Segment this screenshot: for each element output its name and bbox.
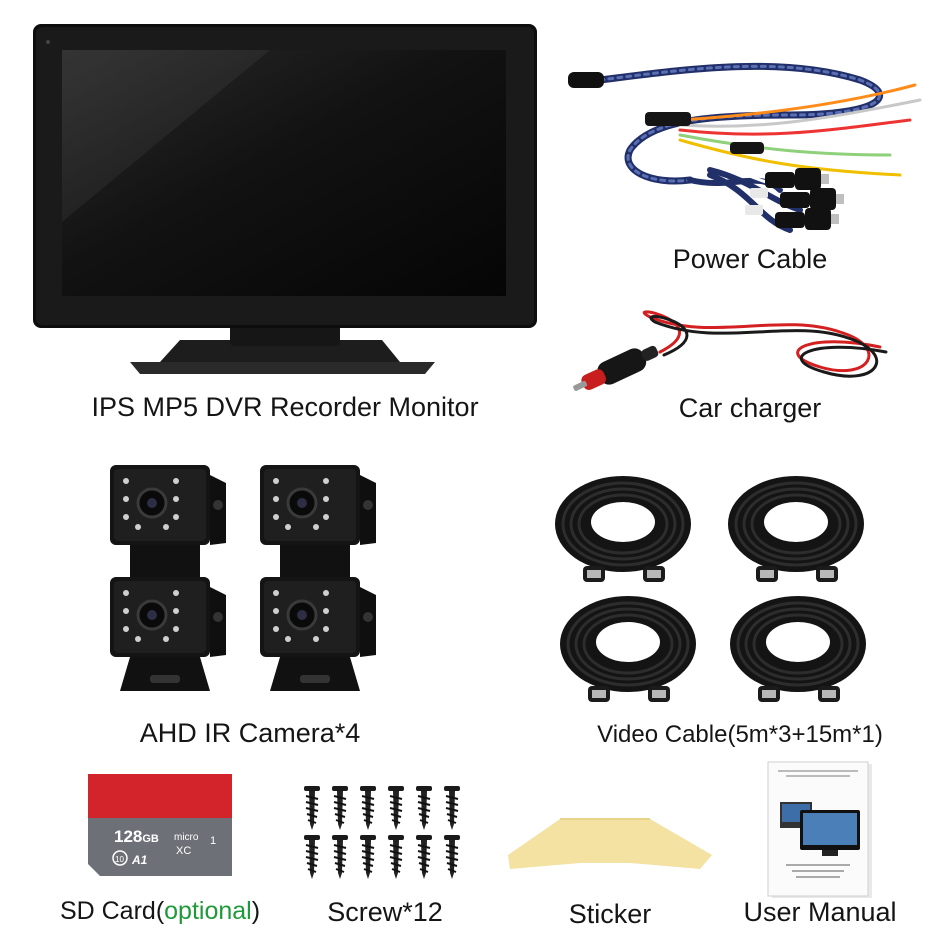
sd-card-label: SD Card(optional) <box>30 897 290 926</box>
screw-icon <box>359 785 377 831</box>
sd-xc: XC <box>176 845 191 857</box>
monitor-label: IPS MP5 DVR Recorder Monitor <box>91 392 479 422</box>
screw-icon <box>443 834 461 880</box>
manual-label: User Manual <box>743 897 897 927</box>
sd-card-text: SD Card <box>59 897 156 925</box>
video-cable-text: Video Cable <box>597 721 728 748</box>
screw-icon <box>387 834 405 880</box>
screw-icon <box>443 785 461 831</box>
screw-icon <box>415 785 433 831</box>
sd-capacity: 128 <box>114 827 142 846</box>
svg-text:128GB: 128GB <box>114 827 159 846</box>
sd-paren-close: ) <box>251 897 261 925</box>
sd-card-image: 128GB micro XC 1 10 A1 <box>84 770 236 880</box>
sd-brand: micro <box>174 832 199 843</box>
sd-paren-open: ( <box>155 897 165 925</box>
sd-card-optional: optional <box>164 897 252 925</box>
screw-icon <box>303 834 321 880</box>
camera-label: AHD IR Camera*4 <box>139 718 361 748</box>
video-cable-spec: (5m*3+15m*1) <box>727 721 883 748</box>
power-cable-image <box>560 60 940 240</box>
screw-icon <box>415 834 433 880</box>
screws-label: Screw*12 <box>327 897 443 927</box>
screws-image <box>300 783 470 883</box>
sd-app-class: A1 <box>131 853 148 867</box>
video-cable-image <box>548 470 928 715</box>
manual-image <box>766 760 874 900</box>
screw-icon <box>331 834 349 880</box>
video-cable-label: Video Cable(5m*3+15m*1) <box>540 721 940 749</box>
car-charger-image <box>560 292 940 400</box>
sticker-image <box>500 813 720 873</box>
power-cable-label: Power Cable <box>672 244 828 274</box>
screw-icon <box>359 834 377 880</box>
sd-class: 10 <box>115 855 124 864</box>
car-charger-label: Car charger <box>678 393 822 423</box>
sd-uhs: 1 <box>210 835 216 847</box>
monitor-image <box>30 22 540 382</box>
sd-capacity-unit: GB <box>142 833 159 845</box>
sticker-label: Sticker <box>568 899 652 929</box>
screw-icon <box>303 785 321 831</box>
screw-icon <box>331 785 349 831</box>
screw-icon <box>387 785 405 831</box>
camera-set-image <box>100 465 390 705</box>
